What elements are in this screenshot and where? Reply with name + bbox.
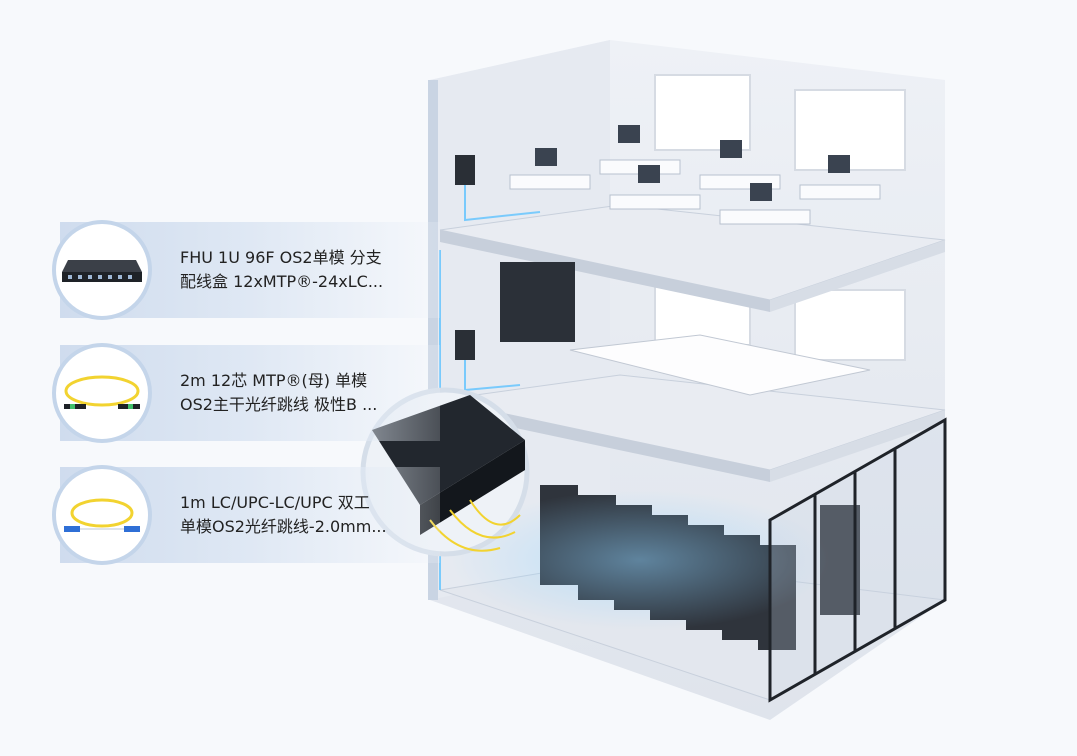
product-thumbnail — [52, 220, 152, 320]
product-thumbnail — [52, 343, 152, 443]
mtp-cable-icon — [64, 375, 140, 409]
product-name-line1: 2m 12芯 MTP®(母) 单模 — [180, 371, 368, 390]
product-card-enclosure[interactable]: FHU 1U 96F OS2单模 分支配线盒 12xMTP®-24xLC... — [52, 220, 440, 320]
product-card-mtp-cable[interactable]: 2m 12芯 MTP®(母) 单模 OS2主干光纤跳线 极性B ... — [52, 343, 440, 443]
product-name-line2: OS2主干光纤跳线 极性B ... — [180, 395, 378, 414]
product-name-line2: 单模OS2光纤跳线-2.0mm... — [180, 517, 387, 536]
product-thumbnail — [52, 465, 152, 565]
lc-cable-icon — [64, 498, 140, 532]
product-name-line1: 1m LC/UPC-LC/UPC 双工 — [180, 493, 370, 512]
product-card-lc-cable[interactable]: 1m LC/UPC-LC/UPC 双工单模OS2光纤跳线-2.0mm... — [52, 465, 440, 565]
product-name-line2: 配线盒 12xMTP®-24xLC... — [180, 272, 384, 291]
fiber-enclosure-icon — [62, 260, 142, 282]
product-name-line1: FHU 1U 96F OS2单模 分支 — [180, 248, 382, 267]
